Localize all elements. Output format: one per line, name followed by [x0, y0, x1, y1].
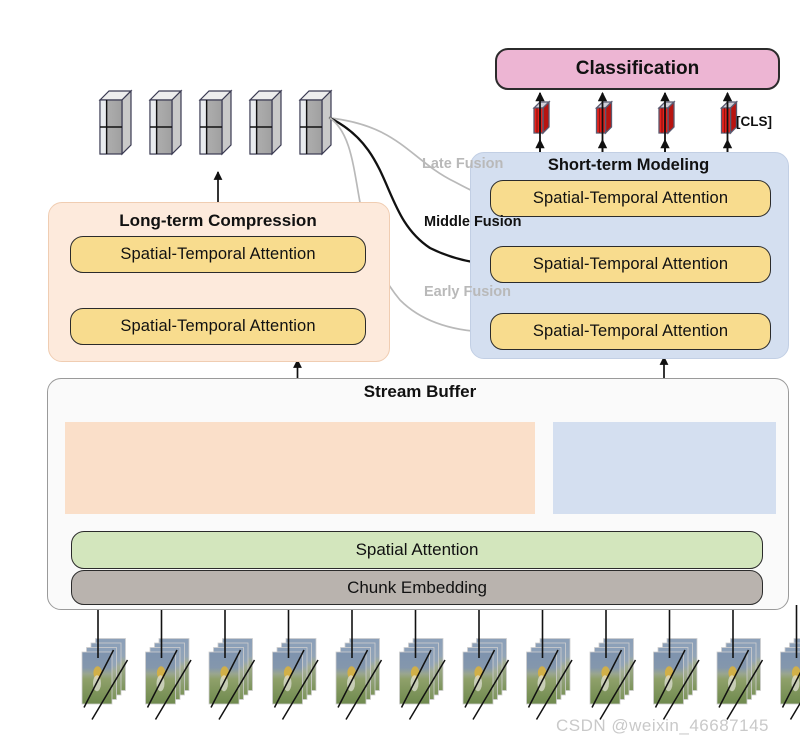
- top-cls-token-4: [719, 100, 739, 135]
- video-chunk-5: [335, 638, 383, 720]
- video-chunk-4: [272, 638, 319, 720]
- spatial-attention-label: Spatial Attention: [355, 540, 479, 559]
- short-term-modeling-title: Short-term Modeling: [547, 156, 710, 174]
- compressed-token-1: [98, 89, 133, 156]
- late-fusion-label: Late Fusion: [422, 156, 504, 172]
- classification-block[interactable]: Classification: [495, 48, 780, 90]
- long-term-attention-label-1: Spatial-Temporal Attention: [120, 317, 316, 335]
- video-chunk-8: [526, 638, 573, 720]
- video-chunk-12: [780, 638, 800, 720]
- chunk-embedding-label: Chunk Embedding: [347, 577, 487, 597]
- video-chunk-3: [208, 638, 256, 720]
- stream-buffer-title: Stream Buffer: [363, 382, 477, 401]
- early-fusion-label: Early Fusion: [424, 284, 512, 300]
- compressed-token-5: [298, 89, 333, 156]
- long-term-attention-block-1[interactable]: Spatial-Temporal Attention: [70, 308, 366, 345]
- middle-fusion-curve: [328, 116, 488, 270]
- video-chunk-1: [81, 638, 129, 720]
- watermark: CSDN @weixin_46687145: [556, 716, 769, 735]
- video-chunk-9: [589, 638, 637, 720]
- short-term-attention-label-3: Spatial-Temporal Attention: [532, 189, 729, 207]
- short-term-attention-block-3[interactable]: Spatial-Temporal Attention: [490, 180, 771, 217]
- long-term-compression-title: Long-term Compression: [119, 211, 317, 230]
- video-chunk-11: [716, 638, 764, 720]
- video-chunk-6: [399, 638, 446, 720]
- cls-token-label-top: [CLS]: [736, 114, 772, 129]
- compressed-token-4: [248, 89, 283, 156]
- top-cls-token-3: [657, 100, 676, 135]
- long-term-attention-block-2[interactable]: Spatial-Temporal Attention: [70, 236, 366, 273]
- top-cls-token-2: [594, 100, 614, 135]
- compressed-token-3: [198, 89, 233, 156]
- top-cls-token-1: [532, 100, 551, 135]
- video-chunk-2: [145, 638, 192, 720]
- classification-label: Classification: [575, 58, 700, 79]
- stream-buffer-memory-region: [65, 422, 535, 514]
- short-term-attention-block-1[interactable]: Spatial-Temporal Attention: [490, 313, 771, 350]
- compressed-token-2: [148, 89, 183, 156]
- middle-fusion-label: Middle Fusion: [424, 214, 522, 230]
- stream-buffer-current-region: [553, 422, 776, 514]
- chunk-embedding-block[interactable]: Chunk Embedding: [71, 570, 763, 605]
- short-term-attention-block-2[interactable]: Spatial-Temporal Attention: [490, 246, 771, 283]
- spatial-attention-block[interactable]: Spatial Attention: [71, 531, 763, 569]
- short-term-attention-label-2: Spatial-Temporal Attention: [532, 255, 729, 273]
- long-term-attention-label-2: Spatial-Temporal Attention: [120, 245, 316, 263]
- video-chunk-10: [653, 638, 700, 720]
- short-term-attention-label-1: Spatial-Temporal Attention: [532, 322, 729, 340]
- video-chunk-7: [462, 638, 510, 720]
